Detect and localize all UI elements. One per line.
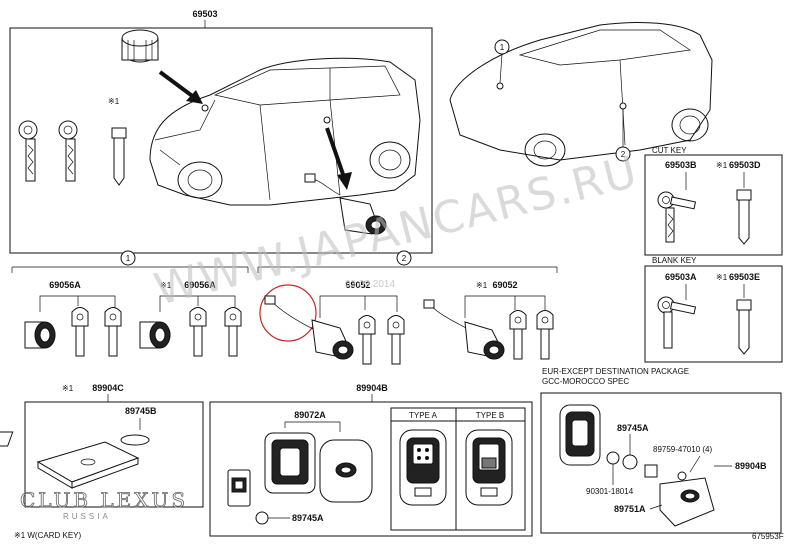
part-69503a-label: 69503A bbox=[665, 272, 697, 282]
key-icon bbox=[358, 315, 376, 365]
cut-key-heading: CUT KEY bbox=[652, 146, 687, 155]
diagram-code: 675953F bbox=[752, 532, 784, 541]
part-89745a-label: 89745A bbox=[292, 513, 324, 523]
key-icon bbox=[387, 315, 405, 365]
part-69056a-label: 69056A bbox=[184, 280, 216, 290]
part-90301-label: 90301-18014 bbox=[586, 487, 634, 496]
card-key-mark: ※1 bbox=[716, 273, 728, 282]
svg-text:RUSSIA: RUSSIA bbox=[63, 512, 111, 521]
lock-cylinder-icon bbox=[24, 321, 56, 349]
battery-icon bbox=[606, 451, 638, 470]
part-89904c-label: 89904C bbox=[92, 383, 124, 393]
type-b-heading: TYPE B bbox=[476, 411, 504, 420]
key-icon bbox=[18, 120, 38, 182]
key-fob-type-b-icon bbox=[465, 429, 513, 506]
frame-89904c bbox=[24, 401, 204, 508]
part-69503d-label: 69503D bbox=[729, 160, 761, 170]
watermark-text: WWW.JAPANCARS.RU bbox=[149, 146, 643, 316]
key-icon bbox=[224, 307, 242, 357]
part-89745b-label: 89745B bbox=[125, 406, 157, 416]
key-fob-type-a-icon bbox=[399, 429, 447, 506]
part-69052-label: 69052 bbox=[345, 280, 370, 290]
callout-2-marker: 2 bbox=[615, 109, 631, 162]
footer-note: ※1 W(CARD KEY) bbox=[14, 531, 81, 540]
key-icon bbox=[536, 310, 554, 360]
key-icon bbox=[104, 307, 122, 357]
key-fob-cover-icon bbox=[659, 477, 715, 527]
key-fob-case-icon bbox=[559, 404, 601, 466]
svg-text:1: 1 bbox=[500, 43, 505, 52]
eur-heading-line2: GCC-MOROCCO SPEC bbox=[542, 377, 629, 386]
key-fob-case-icon bbox=[264, 432, 316, 494]
svg-text:CLUB LEXUS: CLUB LEXUS bbox=[20, 488, 188, 512]
type-frame bbox=[390, 407, 526, 531]
callout-1-bracket: 1 bbox=[11, 250, 249, 273]
frame-69503 bbox=[9, 27, 433, 254]
frame-eur-spec bbox=[540, 392, 782, 534]
key-icon bbox=[58, 120, 78, 182]
part-89904b-label: 89904B bbox=[735, 461, 767, 471]
blank-key-heading: BLANK KEY bbox=[652, 256, 697, 265]
screw-icon bbox=[644, 464, 687, 481]
part-89904b-label: 89904B bbox=[356, 383, 388, 393]
door-lock-assembly-icon bbox=[304, 173, 387, 235]
part-69503b-label: 69503B bbox=[665, 160, 697, 170]
card-key-mark: ※1 bbox=[62, 384, 74, 393]
arrow-icon bbox=[325, 127, 352, 190]
card-key-blade-icon bbox=[736, 299, 752, 355]
arrow-icon bbox=[158, 70, 203, 104]
card-key-mark: ※1 bbox=[716, 161, 728, 170]
part-69503-label: 69503 bbox=[192, 9, 217, 19]
key-icon bbox=[657, 296, 697, 349]
eur-heading-line1: EUR-EXCEPT DESTINATION PACKAGE bbox=[542, 367, 689, 376]
svg-text:1: 1 bbox=[126, 254, 131, 263]
card-key-mark: ※1 bbox=[476, 281, 488, 290]
callout-1-marker: 1 bbox=[494, 39, 510, 84]
key-icon bbox=[657, 191, 697, 243]
vehicle-illustration bbox=[449, 22, 713, 167]
cut-key-frame bbox=[644, 154, 783, 256]
part-89759-label: 89759-47010 (4) bbox=[653, 445, 712, 454]
svg-text:2: 2 bbox=[621, 150, 626, 159]
card-key-blade-icon bbox=[736, 189, 752, 245]
type-a-heading: TYPE A bbox=[409, 411, 438, 420]
part-89745a-label: 89745A bbox=[617, 423, 649, 433]
frame-89904b bbox=[209, 401, 533, 537]
card-key-insert-icon bbox=[227, 469, 251, 507]
door-lock-assembly-icon bbox=[423, 299, 505, 360]
watermark-date: 03.09.2014 bbox=[345, 279, 395, 290]
callout-2-bracket: 2 bbox=[257, 250, 558, 273]
part-89072a-label: 89072A bbox=[294, 410, 326, 420]
battery-icon bbox=[255, 511, 290, 525]
vehicle-illustration bbox=[149, 57, 421, 206]
part-69056a-label: 69056A bbox=[49, 280, 81, 290]
part-89751a-label: 89751A bbox=[614, 504, 646, 514]
door-lock-assembly-icon bbox=[264, 295, 354, 360]
card-key-blade-icon bbox=[111, 127, 127, 186]
key-icon bbox=[189, 307, 207, 357]
blank-key-frame bbox=[644, 265, 783, 363]
club-lexus-logo: CLUB LEXUS RUSSIA bbox=[20, 488, 188, 521]
lock-cylinder-icon bbox=[121, 29, 159, 63]
svg-text:2: 2 bbox=[402, 254, 407, 263]
highlight-circle bbox=[259, 284, 317, 342]
part-69503e-label: 69503E bbox=[729, 272, 760, 282]
card-key-mark: ※1 bbox=[108, 97, 120, 106]
card-key-icon bbox=[36, 441, 140, 489]
card-key-mark: ※1 bbox=[160, 281, 172, 290]
key-fob-cover-icon bbox=[319, 439, 373, 503]
part-69052-label: 69052 bbox=[492, 280, 517, 290]
key-icon bbox=[509, 310, 527, 360]
battery-icon bbox=[0, 431, 150, 447]
key-icon bbox=[71, 307, 89, 357]
lock-cylinder-icon bbox=[139, 321, 171, 349]
